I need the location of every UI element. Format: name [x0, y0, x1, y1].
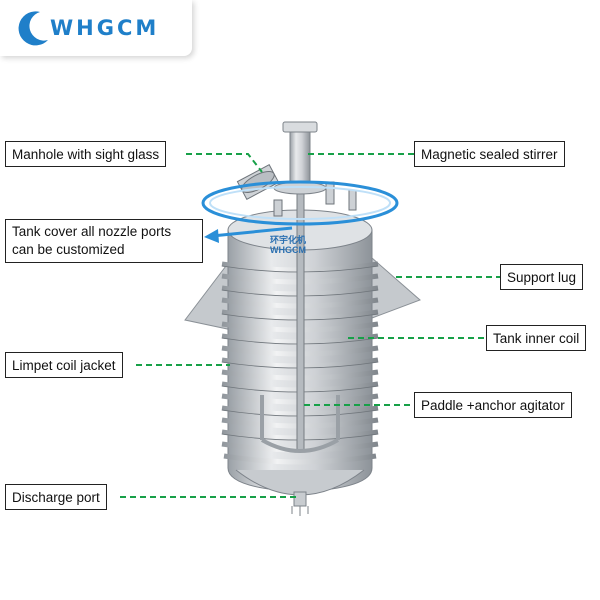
- discharge-port-label: Discharge port: [5, 484, 107, 510]
- agitator-label: Paddle +anchor agitator: [414, 392, 572, 418]
- cover-highlight-ring: [201, 180, 399, 226]
- limpet-coil-label: Limpet coil jacket: [5, 352, 123, 378]
- tank-cover-label-line1: Tank cover all nozzle ports: [12, 224, 172, 239]
- discharge-valve: [291, 491, 309, 516]
- manhole-label: Manhole with sight glass: [5, 141, 167, 167]
- tank-cover-label: Tank cover all nozzle ports can be custo…: [5, 219, 203, 263]
- leader-lines: [120, 153, 500, 498]
- brand-name: WHGCM: [50, 16, 160, 40]
- stirrer-label: Magnetic sealed stirrer: [414, 141, 565, 167]
- logo: WHGCM: [0, 0, 192, 56]
- crescent-logo-icon: [18, 11, 48, 46]
- vessel-mark-en: WHGCM: [270, 245, 306, 255]
- vessel-mark: 环宇化机 WHGCM: [270, 235, 306, 255]
- inner-coil-label: Tank inner coil: [486, 325, 587, 351]
- tank-cover-label-line2: can be customized: [12, 242, 125, 257]
- support-lug-label: Support lug: [500, 264, 584, 290]
- vessel-mark-cn: 环宇化机: [270, 235, 307, 245]
- cover-arrow: [204, 226, 293, 243]
